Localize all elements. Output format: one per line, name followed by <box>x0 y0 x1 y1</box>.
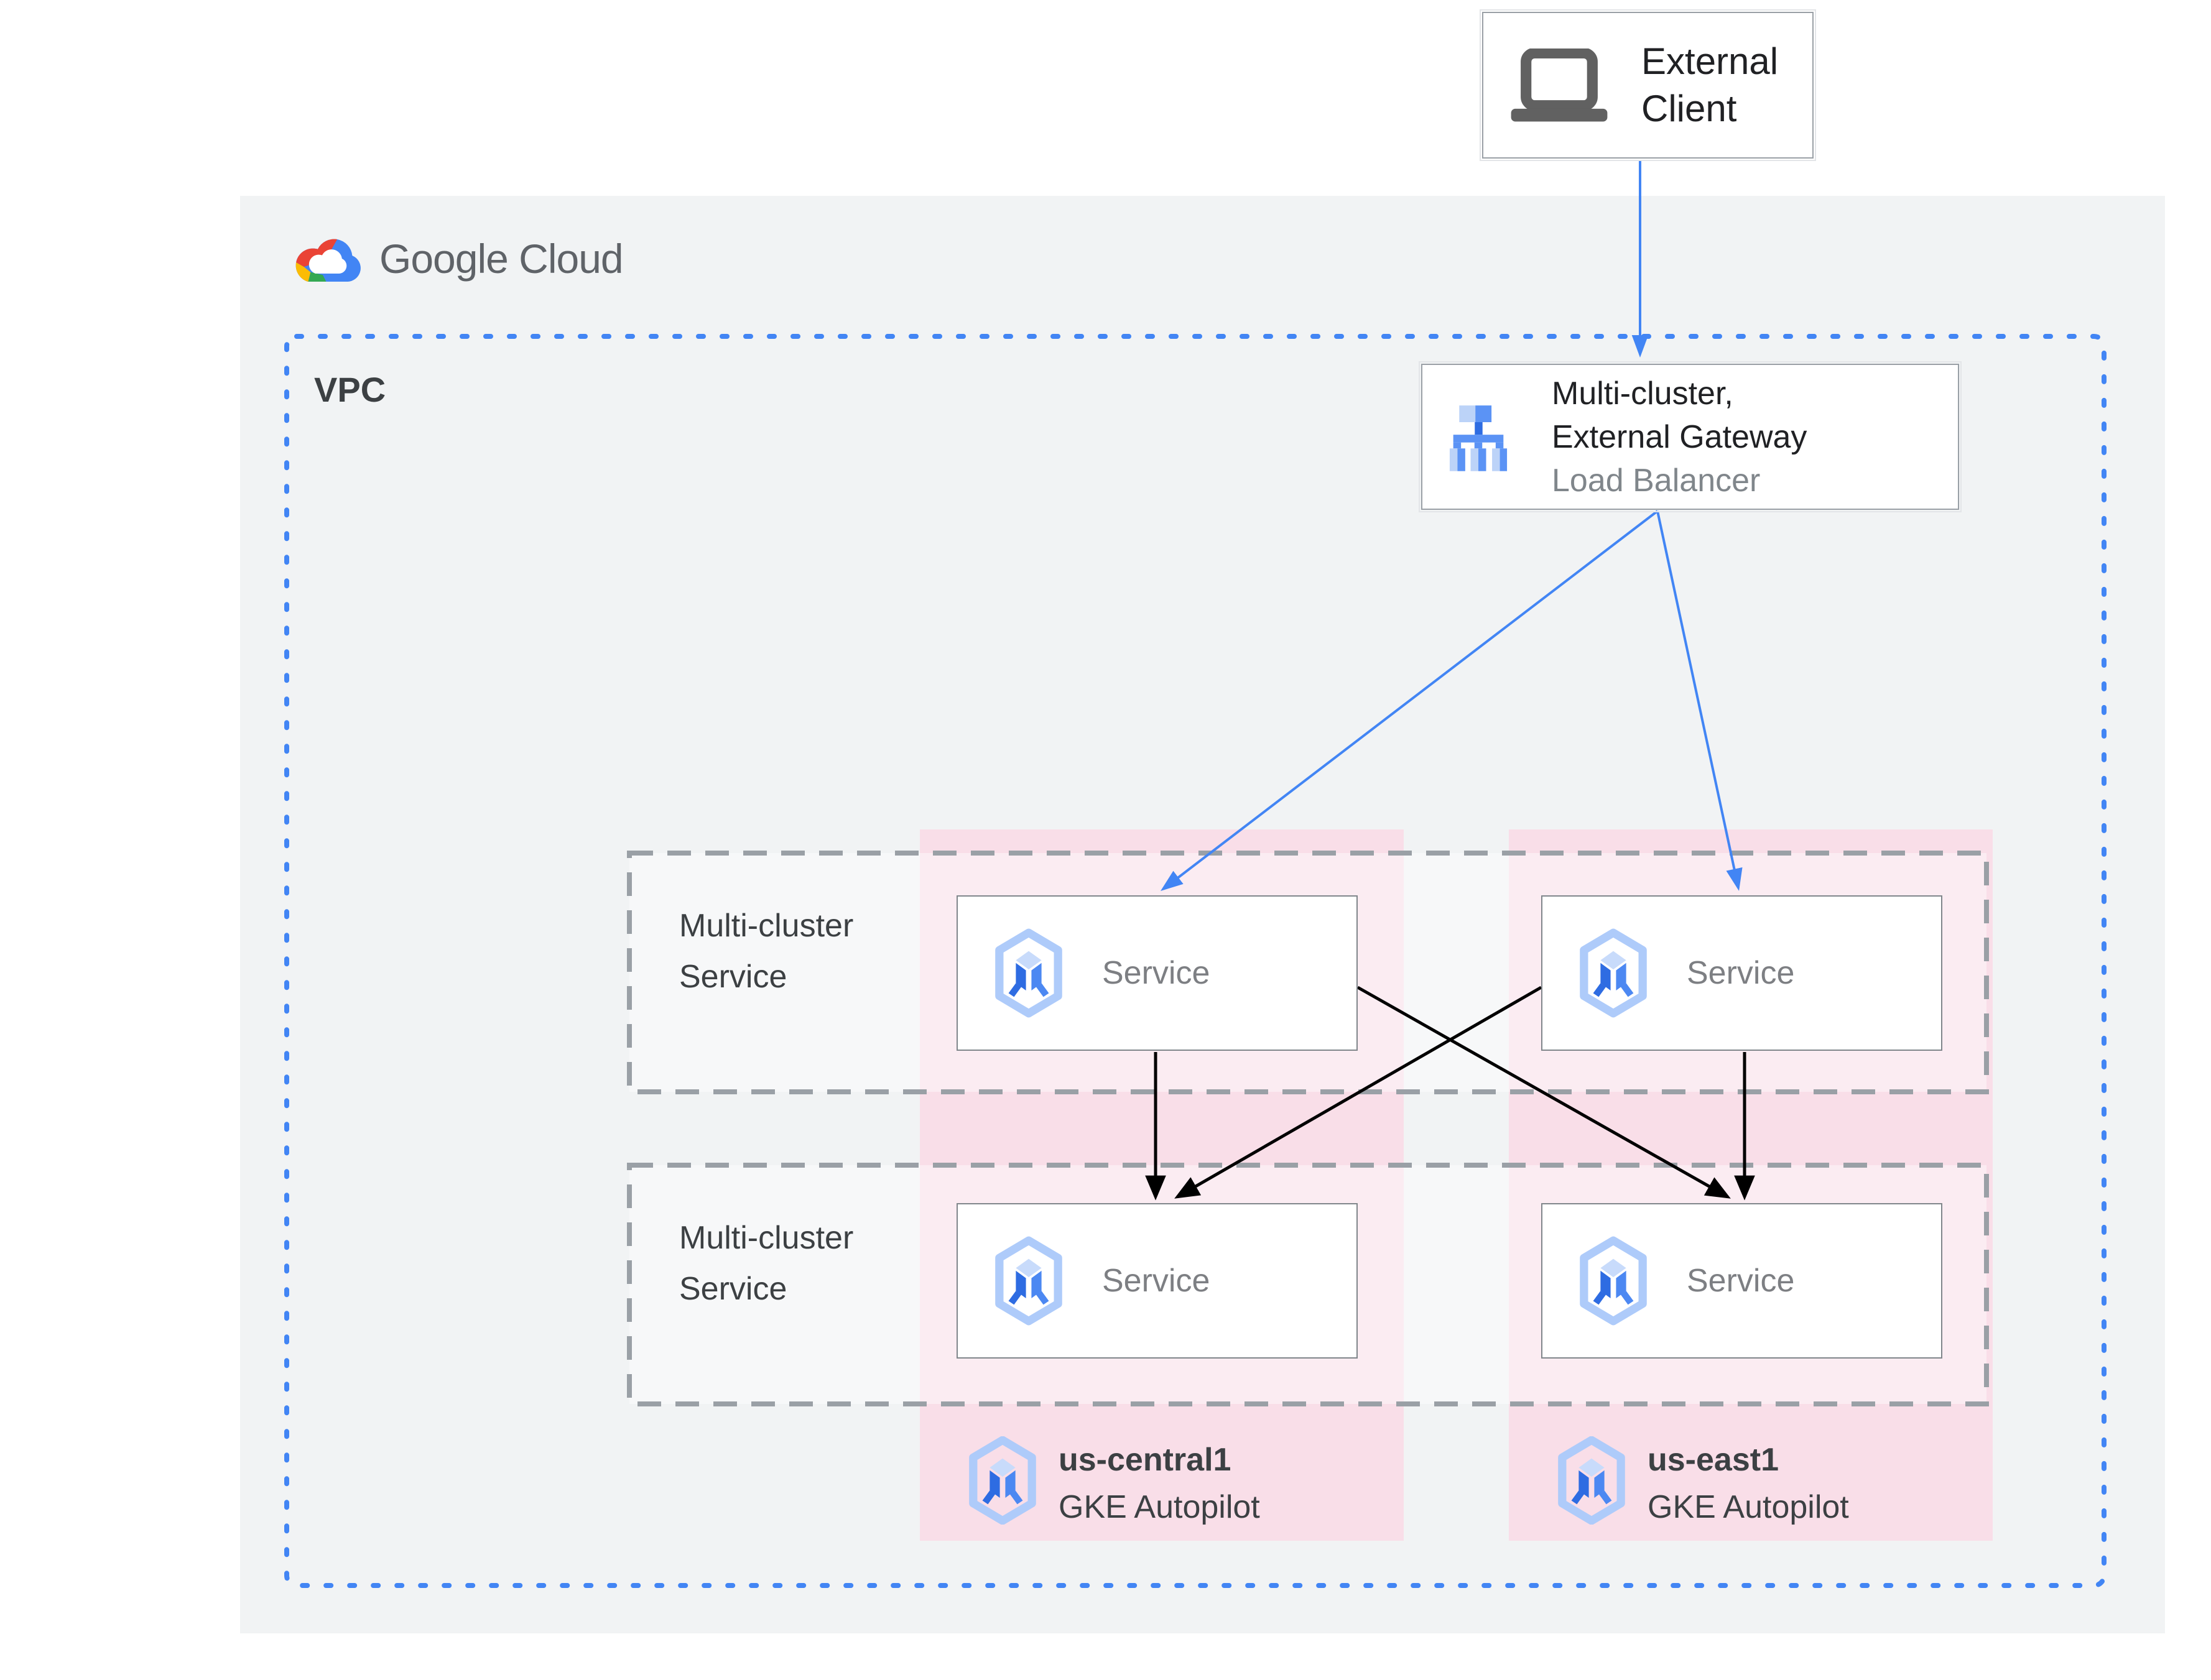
cluster-region-us-east1: us-east1 GKE Autopilot <box>1557 1436 1849 1531</box>
gateway-title: Multi-cluster, External Gateway <box>1552 375 1807 455</box>
gke-cluster-icon <box>1558 1436 1625 1525</box>
gke-cluster-icon <box>969 1436 1036 1525</box>
cluster-product: GKE Autopilot <box>1648 1489 1849 1525</box>
gke-service-icon <box>995 1236 1062 1326</box>
google-cloud-wordmark: Google Cloud <box>379 236 624 282</box>
service-label: Service <box>1102 1263 1210 1299</box>
external-client-label: External Client <box>1641 40 1779 129</box>
google-cloud-logo: Google Cloud <box>285 229 624 288</box>
laptop-icon <box>1511 48 1608 122</box>
load-balancer-icon <box>1449 405 1508 471</box>
service-node-bottom-right: Service <box>1541 1203 1942 1359</box>
row-label-multi-cluster-service-1: Multi-cluster Service <box>679 908 854 995</box>
gke-service-icon <box>1580 1236 1647 1326</box>
google-cloud-logo-icon <box>295 239 361 282</box>
gateway-subtitle: Load Balancer <box>1552 462 1761 499</box>
cluster-product: GKE Autopilot <box>1059 1489 1260 1525</box>
cluster-name: us-central1 <box>1059 1442 1231 1478</box>
gke-service-icon <box>1580 928 1647 1018</box>
service-label: Service <box>1687 955 1795 991</box>
service-node-bottom-left: Service <box>957 1203 1358 1359</box>
gke-service-icon <box>995 928 1062 1018</box>
service-node-top-right: Service <box>1541 895 1942 1051</box>
row-label-multi-cluster-service-2: Multi-cluster Service <box>679 1220 854 1307</box>
service-node-top-left: Service <box>957 895 1358 1051</box>
service-label: Service <box>1102 955 1210 991</box>
cluster-region-us-central1: us-central1 GKE Autopilot <box>968 1436 1260 1531</box>
service-label: Service <box>1687 1263 1795 1299</box>
external-client-node: External Client <box>1480 9 1816 161</box>
cluster-name: us-east1 <box>1648 1442 1779 1478</box>
vpc-label: VPC <box>314 370 386 409</box>
gateway-node: Multi-cluster, External Gateway Load Bal… <box>1419 361 1962 512</box>
